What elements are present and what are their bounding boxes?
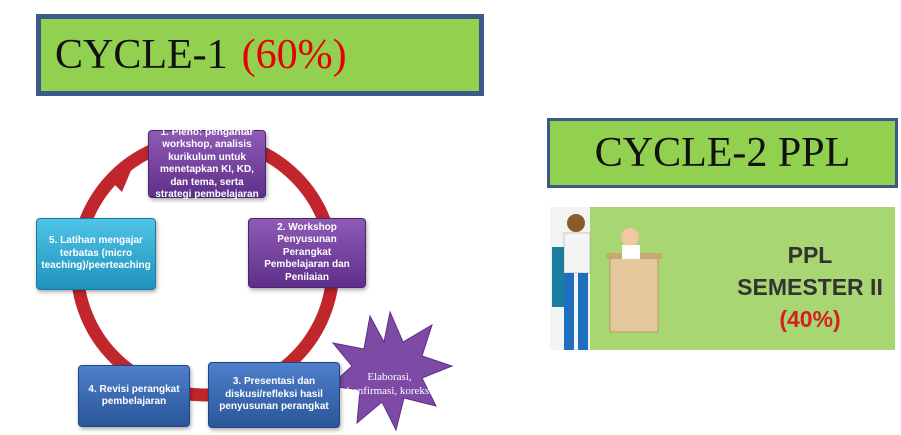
cycle-diagram: 1. Pleno: pengantar workshop, analisis k… <box>0 100 535 435</box>
callout-text: Elaborasi, konfirmasi, koreksi <box>346 371 433 398</box>
step-2-text: 2. Workshop Penyusunan Perangkat Pembela… <box>264 221 350 283</box>
ppl-panel: PPL SEMESTER II (40%) <box>550 207 895 350</box>
step-2-box: 2. Workshop Penyusunan Perangkat Pembela… <box>248 218 366 288</box>
step-5-box: 5. Latihan mengajar terbatas (micro teac… <box>36 218 156 290</box>
step-4-box: 4. Revisi perangkat pembelajaran <box>78 365 190 427</box>
step-4-text: 4. Revisi perangkat pembelajaran <box>88 383 180 408</box>
step-1-box: 1. Pleno: pengantar workshop, analisis k… <box>148 127 266 200</box>
step-5-text: 5. Latihan mengajar terbatas (micro teac… <box>41 235 151 272</box>
ppl-illustration <box>550 207 662 350</box>
cycle2-title-box: CYCLE-2 PPL <box>547 118 898 188</box>
step-3-text: 3. Presentasi dan diskusi/refleksi hasil… <box>219 376 329 413</box>
cycle1-percent: (60%) <box>241 32 347 78</box>
ppl-line1: PPL <box>787 242 833 268</box>
callout-star <box>328 310 454 432</box>
receptionist-figure <box>621 228 639 246</box>
ppl-line2: SEMESTER II <box>737 274 883 301</box>
ppl-percent: (40%) <box>779 306 841 333</box>
cycle1-title-box: CYCLE-1 (60%) <box>36 14 484 96</box>
counter-desk <box>609 256 659 333</box>
step-3-box: 3. Presentasi dan diskusi/refleksi hasil… <box>208 362 340 428</box>
arrow-head-icon <box>110 168 132 192</box>
cycle1-label: CYCLE-1 <box>55 32 228 78</box>
student-figure <box>567 214 585 232</box>
cycle2-label: CYCLE-2 PPL <box>594 130 851 176</box>
step-1-text: 1. Pleno: pengantar workshop, analisis k… <box>155 126 259 201</box>
ppl-title: PPL SEMESTER II (40%) <box>730 239 890 336</box>
